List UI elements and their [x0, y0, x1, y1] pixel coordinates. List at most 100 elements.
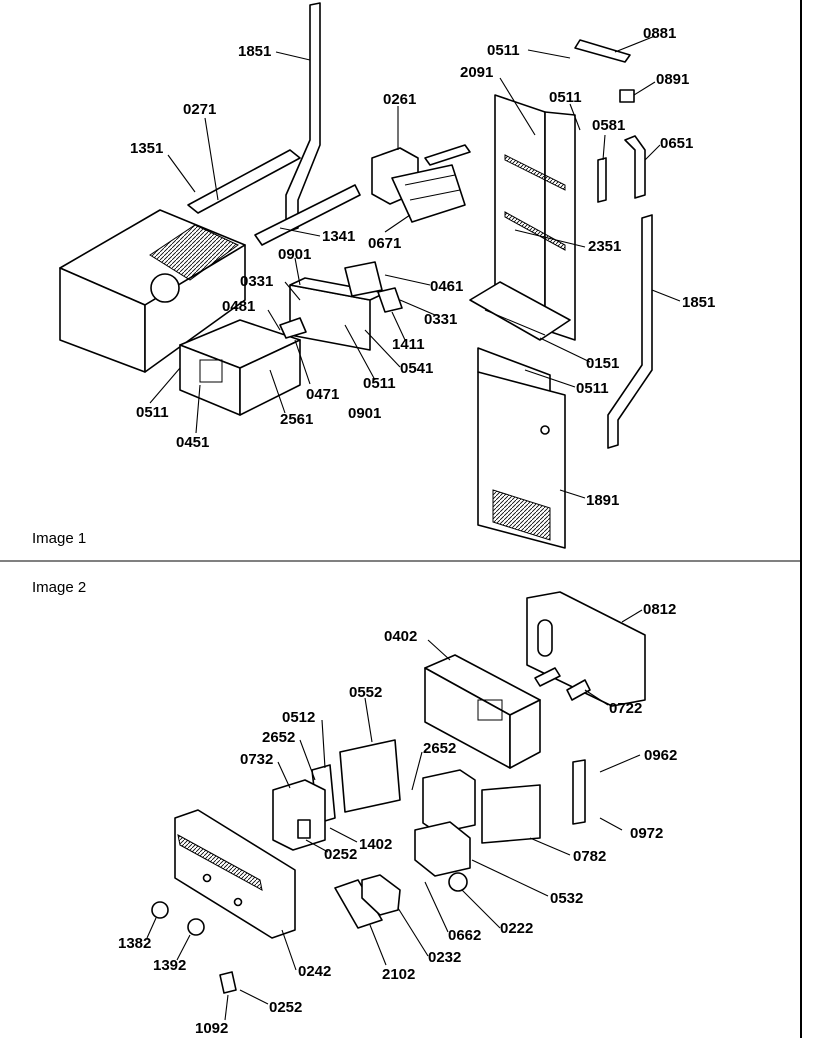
callout-0552: 0552 [349, 684, 382, 701]
callout-1382: 1382 [118, 935, 151, 952]
frame-2102 [334, 879, 383, 929]
callout-2652-b: 2652 [423, 740, 456, 757]
liner-right [544, 111, 576, 341]
clip-0471 [279, 317, 307, 339]
callout-0461: 0461 [430, 278, 463, 295]
panel-0242-grille [177, 834, 263, 891]
caption-image-2: Image 2 [32, 579, 86, 596]
callout-0331-a: 0331 [240, 273, 273, 290]
callout-0662: 0662 [448, 927, 481, 944]
frame-0552 [339, 739, 401, 813]
callout-0402: 0402 [384, 628, 417, 645]
callout-0881: 0881 [643, 25, 676, 42]
callout-0532: 0532 [550, 890, 583, 907]
motor-0532 [414, 821, 471, 877]
callout-1851-top: 1851 [238, 43, 271, 60]
callout-0331-b: 0331 [424, 311, 457, 328]
callout-2652-a: 2652 [262, 729, 295, 746]
callout-0151: 0151 [586, 355, 619, 372]
callout-0222: 0222 [500, 920, 533, 937]
panel-2-drawing [146, 591, 646, 1021]
icemaker-mold-0671 [391, 164, 466, 223]
callout-0252-b: 0252 [269, 999, 302, 1016]
callout-0232: 0232 [428, 949, 461, 966]
callout-2561: 2561 [280, 411, 313, 428]
fan-motor-0461 [344, 261, 383, 297]
bracket-0962 [572, 759, 586, 825]
callout-0972: 0972 [630, 825, 663, 842]
callout-0962: 0962 [644, 747, 677, 764]
callout-1851-right: 1851 [682, 294, 715, 311]
vent-slot-2 [504, 211, 566, 251]
callout-0651: 0651 [660, 135, 693, 152]
bracket-0881 [574, 39, 631, 63]
panel-1-drawing [59, 2, 681, 549]
callout-0511-c: 0511 [363, 375, 396, 392]
part-1411 [377, 287, 403, 313]
callout-0242: 0242 [298, 963, 331, 980]
callout-0451: 0451 [176, 434, 209, 451]
left-bracket-1851 [285, 2, 321, 233]
auger-wheel [150, 273, 180, 303]
ice-bucket-side [144, 244, 246, 373]
callout-1392: 1392 [153, 957, 186, 974]
cover-0782 [481, 784, 541, 844]
block-0891 [619, 89, 635, 103]
callout-0271: 0271 [183, 101, 216, 118]
callout-0901-b: 0901 [348, 405, 381, 422]
actuator-0732 [272, 779, 326, 851]
knob-1382 [151, 901, 169, 919]
callout-0511-d: 0511 [576, 380, 609, 397]
switch-0252 [297, 819, 311, 839]
callout-0511-e: 0511 [136, 404, 169, 421]
callout-0891: 0891 [656, 71, 689, 88]
bracket-slot [537, 619, 553, 657]
callout-1351: 1351 [130, 140, 163, 157]
cover-0782-a [422, 769, 476, 834]
gear-0222 [448, 872, 468, 892]
callout-0512: 0512 [282, 709, 315, 726]
strip-0581 [597, 157, 607, 203]
callout-2102: 2102 [382, 966, 415, 983]
panel-1-callouts: 1851 0271 1351 0261 0511 0881 2091 0891 … [130, 25, 715, 509]
callout-0732: 0732 [240, 751, 273, 768]
callout-0511-b: 0511 [549, 89, 582, 106]
callout-0901-a: 0901 [278, 246, 311, 263]
callout-1402: 1402 [359, 836, 392, 853]
caption-image-1: Image 1 [32, 530, 86, 547]
cover-side-0451 [239, 339, 301, 416]
callout-2351: 2351 [588, 238, 621, 255]
bucket-rail [187, 149, 301, 214]
callout-0812: 0812 [643, 601, 676, 618]
vent-slot-1 [504, 154, 566, 191]
right-bracket-1851 [607, 214, 653, 449]
rail-1341 [254, 184, 361, 246]
plate-1092 [219, 971, 237, 994]
callout-0541: 0541 [400, 360, 433, 377]
callout-0252-a: 0252 [324, 846, 357, 863]
rod-0722-b [566, 679, 591, 701]
callout-0471: 0471 [306, 386, 339, 403]
callout-0481: 0481 [222, 298, 255, 315]
callout-1411: 1411 [392, 336, 425, 353]
callout-0511-a: 0511 [487, 42, 520, 59]
housing-side-0402 [509, 699, 541, 769]
callout-1092: 1092 [195, 1020, 228, 1037]
callout-0722: 0722 [609, 700, 642, 717]
callout-1341: 1341 [322, 228, 355, 245]
knob-1392 [187, 918, 205, 936]
bracket-0651 [624, 135, 646, 199]
rod-0722-a [534, 667, 561, 687]
callout-0581: 0581 [592, 117, 625, 134]
cover-grille [492, 489, 551, 541]
callout-1891: 1891 [586, 492, 619, 509]
panel-2-callouts: 0812 0402 0722 0552 0512 2652 2652 0732 … [118, 601, 677, 1037]
callout-0261: 0261 [383, 91, 416, 108]
callout-2091: 2091 [460, 64, 493, 81]
callout-0671: 0671 [368, 235, 401, 252]
ice-bucket-grille [149, 224, 239, 281]
callout-0782: 0782 [573, 848, 606, 865]
chute-0151 [469, 281, 571, 341]
